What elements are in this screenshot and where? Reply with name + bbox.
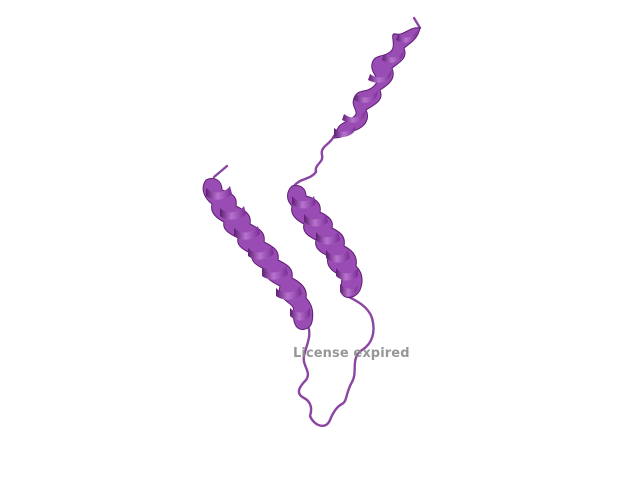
license-watermark: License expired [293,346,410,361]
coil-loops [212,16,422,427]
coil-bottom [297,324,344,427]
coil-left-n-term [212,164,229,179]
coil-right-c-term [340,294,375,406]
coil-linker-top [292,134,336,188]
coil-upper-n-term [412,16,422,30]
helix-left [202,177,314,330]
helix-middle [287,185,363,298]
helix-upper-right [333,27,421,139]
